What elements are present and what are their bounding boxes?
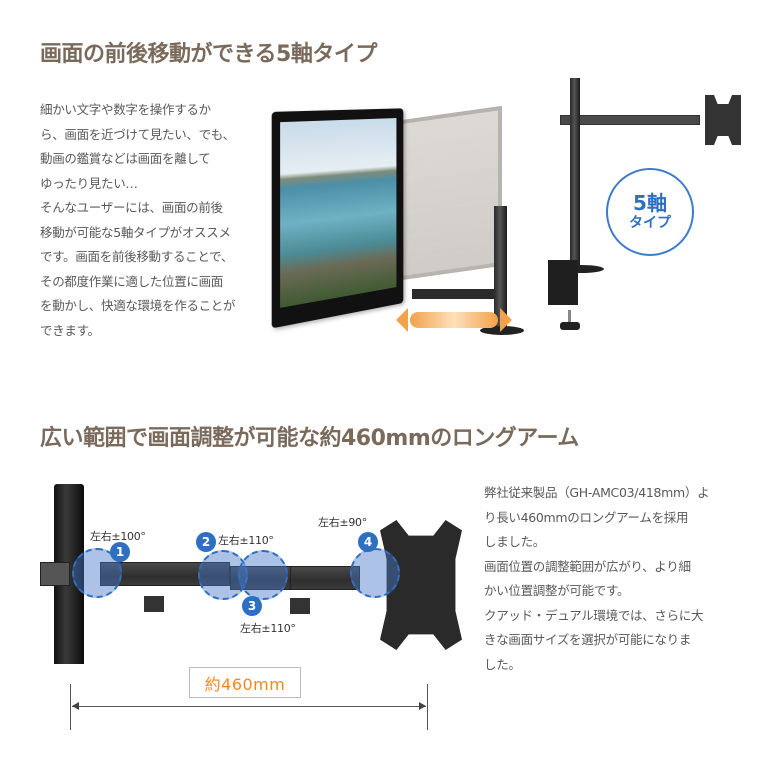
- joint-angle-1: 左右±100°: [90, 530, 146, 543]
- desc-line: 動画の鑑賞などは画面を離して: [40, 151, 211, 166]
- joint-number-2: 2: [196, 532, 216, 552]
- knob-icon: [560, 322, 580, 330]
- desc-line: ら、画面を近づけて見たい、でも、: [40, 126, 235, 142]
- desc-line: しました。: [484, 534, 546, 549]
- dimension-tick-right: [427, 684, 428, 730]
- desc-line: かい位置調整が可能です。: [484, 583, 630, 598]
- joint-angle-4: 左右±90°: [318, 516, 367, 529]
- desc-line: そんなユーザーには、画面の前後: [40, 200, 223, 215]
- joint-number-3: 3: [242, 596, 262, 616]
- desc-line: です。画面を前後移動することで、: [40, 249, 234, 264]
- joint-highlight-4: [350, 548, 400, 598]
- monitor-ghost-image: [387, 105, 502, 283]
- screw-icon: [568, 310, 571, 325]
- badge-line2: タイプ: [629, 215, 671, 231]
- section1-description: 細かい文字や数字を操作するか ら、画面を近づけて見たい、でも、 動画の鑑賞などは…: [40, 98, 270, 343]
- pole-icon: [494, 206, 507, 331]
- desc-line: 移動が可能な5軸タイプがオススメ: [40, 224, 231, 240]
- desc-line: きな画面サイズを選択が可能になりま: [484, 632, 692, 647]
- dimension-tick-left: [70, 684, 71, 730]
- joint-highlight-3: [238, 550, 288, 600]
- joint-angle-3: 左右±110°: [240, 622, 296, 635]
- dimension-arrow-icon: [72, 702, 426, 710]
- five-axis-badge: 5軸 タイプ: [606, 168, 694, 256]
- desc-line: できます。: [40, 322, 100, 338]
- monitor-icon: [271, 108, 404, 329]
- section2-description: 弊社従来製品（GH-AMC03/418mm）よ り長い460mmのロングアームを…: [484, 481, 734, 677]
- desc-line: 弊社従来製品（GH-AMC03/418mm）よ: [484, 485, 710, 500]
- desc-line: クアッド・デュアル環境では、さらに大: [484, 607, 704, 623]
- joint-angle-2: 左右±110°: [218, 534, 274, 547]
- cable-clip-icon: [290, 598, 310, 614]
- vesa-plate-icon: [705, 95, 741, 145]
- badge-line1: 5軸: [633, 191, 667, 215]
- desc-line: ゆったり見たい…: [40, 175, 138, 191]
- monitor-movement-illustration: [262, 96, 532, 346]
- dimension-label: 約460mm: [189, 667, 301, 698]
- desc-line: 画面位置の調整範囲が広がり、より細: [484, 558, 691, 574]
- desc-line: した。: [484, 656, 521, 672]
- double-arrow-icon: [396, 308, 512, 332]
- desc-line: を動かし、快適な環境を作ることが: [40, 298, 236, 313]
- joint-number-1: 1: [110, 542, 130, 562]
- clamp-icon: [548, 260, 578, 305]
- joint-number-4: 4: [358, 532, 378, 552]
- monitor-arm-product-image: [540, 70, 741, 340]
- base-disc-icon: [558, 265, 604, 273]
- arm-icon: [412, 289, 502, 299]
- cable-clip-icon: [144, 596, 164, 612]
- desc-line: 細かい文字や数字を操作するか: [40, 102, 211, 117]
- pole-collar: [40, 562, 70, 586]
- section2-heading: 広い範囲で画面調整が可能な約460mmのロングアーム: [40, 426, 579, 451]
- section1-heading: 画面の前後移動ができる5軸タイプ: [40, 42, 377, 67]
- desc-line: その都度作業に適した位置に画面: [40, 273, 224, 289]
- pole-icon: [570, 78, 580, 268]
- desc-line: り長い460mmのロングアームを採用: [484, 509, 689, 525]
- monitor-screen-image: [280, 118, 397, 308]
- arm-joint-diagram: 1 2 3 4 左右±100° 左右±110° 左右±110° 左右±90°: [40, 470, 470, 664]
- arm-icon: [560, 115, 700, 125]
